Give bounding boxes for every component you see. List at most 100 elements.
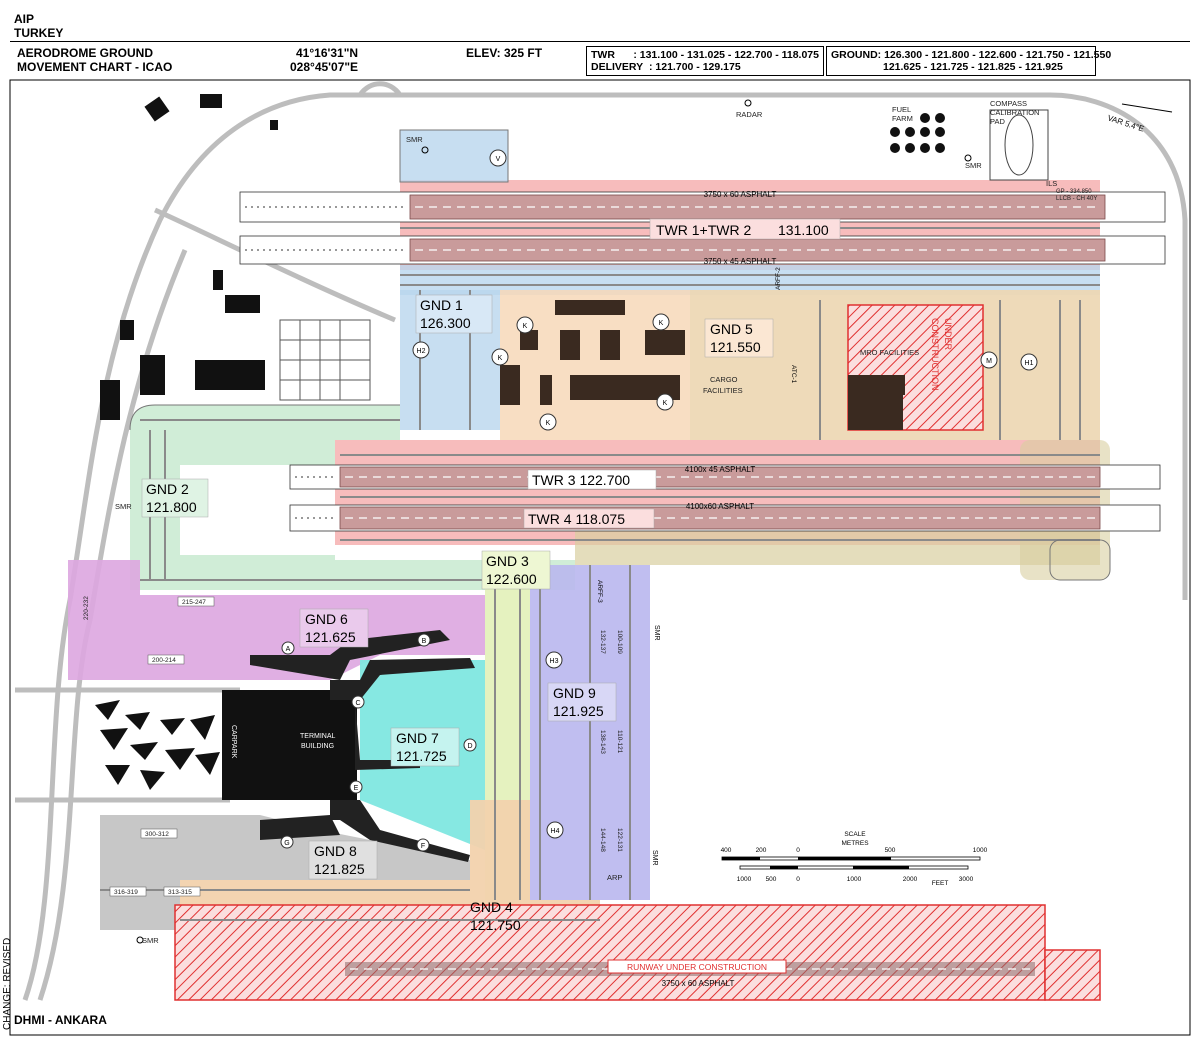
terminal-block: [282, 690, 357, 800]
map-labels: RADAR FUEL FARM COMPASS CALIBRATION PAD …: [115, 99, 1097, 945]
gnd9-freq: 121.925: [553, 703, 604, 719]
scale-ft-2000: 2000: [903, 876, 918, 883]
holding-h1: H1: [1025, 360, 1034, 367]
zone-gnd8: [100, 815, 470, 930]
construction-label: RUNWAY UNDER CONSTRUCTION: [627, 962, 767, 972]
gate-b: B: [422, 638, 427, 645]
fuel-farm-label-2: FARM: [892, 114, 913, 123]
pier-arms: [250, 630, 475, 862]
gnd5-name: GND 5: [710, 321, 753, 337]
longitude: 028°45'07"E: [290, 60, 359, 74]
gate-e: E: [354, 785, 359, 792]
country-label: TURKEY: [14, 26, 64, 40]
terminal-label-1: TERMINAL: [300, 733, 336, 740]
gnd4-freq: 121.750: [470, 917, 521, 933]
holding-h3: H3: [550, 658, 559, 665]
mro-label: MRO FACILITIES: [860, 348, 919, 357]
scale-metres: METRES: [841, 840, 869, 847]
ground-freqs-line1: GROUND: 126.300 - 121.800 - 122.600 - 12…: [831, 49, 1112, 61]
zone-outlines: [129, 129, 1111, 581]
cargo-buildings: [500, 300, 685, 405]
holding-h4: H4: [551, 828, 560, 835]
footer-side-note: CHANGE: REVISED: [2, 937, 13, 1030]
building-grid-west: [279, 319, 371, 401]
ils-label: ILS: [1046, 179, 1057, 188]
smr-label-fuel: SMR: [965, 161, 982, 170]
gnd8-name: GND 8: [314, 843, 357, 859]
delivery-freqs: : 121.700 - 129.175: [649, 61, 741, 73]
cargo-label-1: CARGO: [710, 375, 738, 384]
holding-v: V: [496, 156, 501, 163]
smr-label-east: SMR: [653, 625, 660, 641]
gnd3-freq: 122.600: [486, 571, 537, 587]
arff3-label: ARFF-3: [596, 580, 603, 603]
arp-label: ARP: [607, 873, 622, 882]
compass-label-2: CALIBRATION: [990, 108, 1039, 117]
twr3-label: TWR 3 122.700: [532, 472, 630, 488]
latitude: 41°16'31"N: [296, 46, 359, 60]
gnd1-name: GND 1: [420, 297, 463, 313]
carpark-block: [222, 690, 282, 800]
compass-pad: [989, 109, 1049, 181]
stand-144-148: 144-148: [599, 828, 606, 852]
holding-m: M: [986, 358, 992, 365]
footer-org: DHMI - ANKARA: [14, 1013, 107, 1027]
stand-132-137: 132-137: [599, 630, 606, 654]
stand-215-247: 215-247: [182, 599, 206, 606]
under-construction-2: CONSTRUCTION: [930, 318, 940, 391]
gate-c: C: [355, 700, 360, 707]
zone-labels: TWR 1+TWR 2 131.100 TWR 3 122.700 TWR 4 …: [141, 218, 841, 933]
scale-m-500: 500: [885, 847, 896, 854]
scale-m-200: 200: [756, 847, 767, 854]
twr4-label: TWR 4 118.075: [528, 511, 625, 527]
rwy-mid-2-label: 4100x60 ASPHALT: [686, 502, 754, 511]
smr-label-south: SMR: [142, 936, 159, 945]
holding-h2: H2: [417, 348, 426, 355]
gnd6-name: GND 6: [305, 611, 348, 627]
stand-labels: 215-247 200-214 300-312 316-319 313-315: [109, 596, 215, 897]
stand-313-315: 313-315: [168, 889, 192, 896]
scale-m-1000: 1000: [973, 847, 988, 854]
zone-south-taxiway-east: [575, 530, 1100, 565]
gnd7-freq: 121.725: [396, 748, 447, 764]
under-construction-1: UNDER: [943, 318, 953, 351]
ground-box: GROUND: 126.300 - 121.800 - 122.600 - 12…: [826, 46, 1112, 76]
gate-markers: [280, 633, 477, 852]
radar-label: RADAR: [736, 110, 763, 119]
stand-300-312: 300-312: [145, 831, 169, 838]
compass-label-3: PAD: [990, 117, 1005, 126]
gnd8-freq: 121.825: [314, 861, 365, 877]
carpark-label: CARPARK: [230, 725, 237, 759]
scale-ft-1000b: 1000: [847, 876, 862, 883]
terminal-label-2: BUILDING: [301, 743, 334, 750]
twr-delivery-box: TWR: 131.100 - 131.025 - 122.700 - 118.0…: [586, 46, 824, 76]
arff2-label: ARFF-2: [775, 267, 782, 290]
scale-ft-3000: 3000: [959, 876, 974, 883]
stand-122-131: 122-131: [616, 828, 623, 852]
chart-frame: [9, 79, 1191, 1036]
fuel-farm-label-1: FUEL: [892, 105, 911, 114]
construction-area-southeast: [1044, 949, 1101, 1001]
stand-220-232: 220-232: [83, 596, 90, 620]
runway-labels: 3750 x 60 ASPHALT 3750 x 45 ASPHALT 4100…: [662, 190, 777, 988]
mro-building-2: [880, 375, 905, 395]
gate-labels: A B C D E F G: [284, 638, 472, 850]
holding-k1: K: [523, 323, 528, 330]
twr12-freq: 131.100: [778, 222, 829, 238]
chart-title-line2: MOVEMENT CHART - ICAO: [17, 60, 173, 74]
rwy-north-1-label: 3750 x 60 ASPHALT: [704, 190, 777, 199]
rwy-south-label: 3750 x 60 ASPHALT: [662, 979, 735, 988]
scale-feet: FEET: [932, 880, 949, 887]
holding-k3: K: [498, 355, 503, 362]
scale-m-400: 400: [721, 847, 732, 854]
holding-points: [412, 149, 1038, 839]
twr12-name: TWR 1+TWR 2: [656, 222, 751, 238]
elevation: ELEV: 325 FT: [466, 46, 543, 60]
holding-k4: K: [663, 400, 668, 407]
twr-freqs: : 131.100 - 131.025 - 122.700 - 118.075: [633, 49, 819, 61]
stand-100-109: 100-109: [616, 630, 623, 654]
gnd6-freq: 121.625: [305, 629, 356, 645]
stand-labels-vertical: 220-232 132-137 100-109 138-143 110-121 …: [83, 596, 623, 852]
compass-label-1: COMPASS: [990, 99, 1027, 108]
